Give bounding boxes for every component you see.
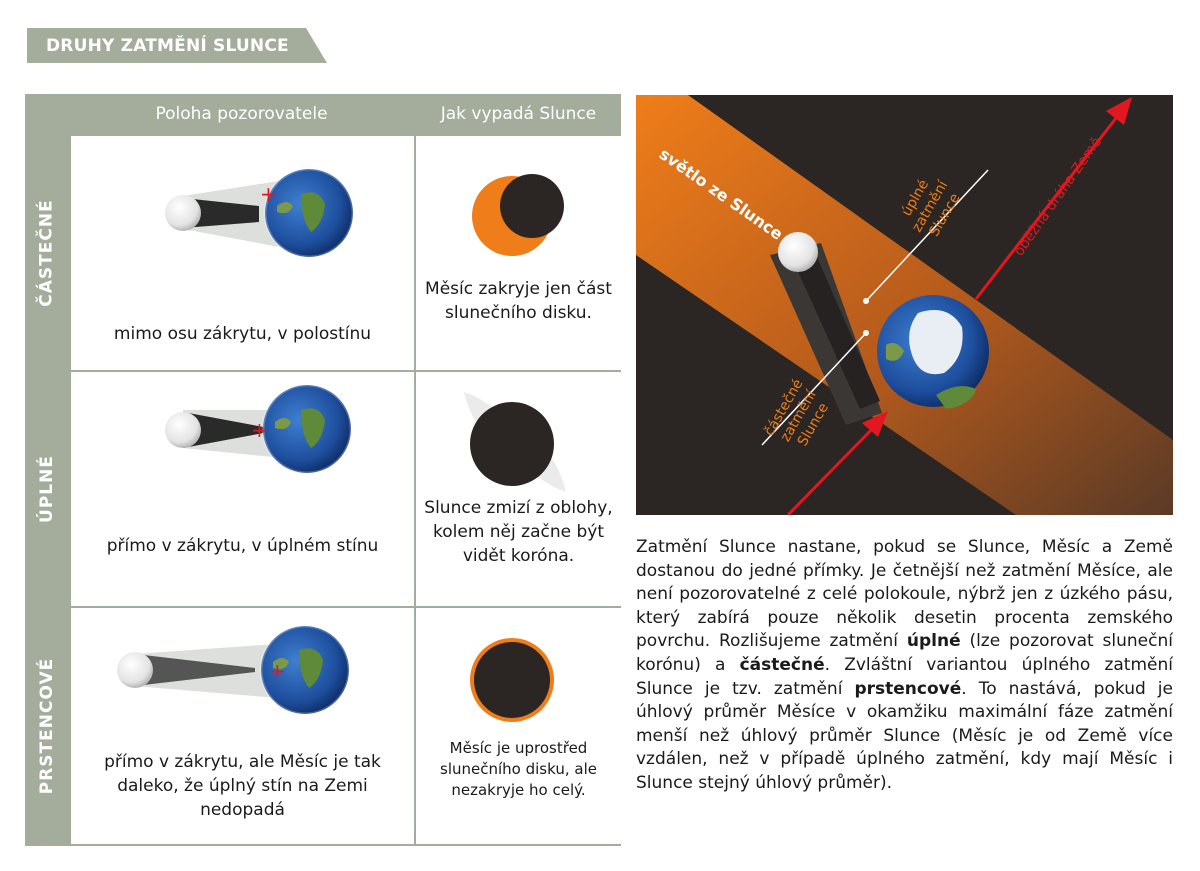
description-text: Zatmění Slunce nastane, pokud se Slunce,…: [636, 537, 1173, 793]
annular-geometry-illustration: +: [117, 624, 351, 716]
cell-total-appearance: Slunce zmizí z oblohy, kolem něj začne b…: [416, 372, 621, 606]
total-geometry-illustration: +: [165, 383, 353, 475]
partial-appearance-text: Měsíc zakryje jen část slunečního disku.: [425, 279, 612, 323]
column-header-position: Poloha pozorovatele: [155, 104, 328, 124]
annular-appearance-text: Měsíc je uprostřed slunečního disku, ale…: [440, 739, 597, 799]
eclipse-types-table: Poloha pozorovatele Jak vypadá Slunce ČÁ…: [25, 94, 621, 846]
row-label-partial: ČÁSTEČNÉ: [37, 199, 57, 307]
eclipse-diagram-graphic: [636, 95, 1173, 515]
column-header-appearance: Jak vypadá Slunce: [440, 104, 597, 124]
row-label-annular: PRSTENCOVÉ: [37, 657, 58, 795]
total-appearance-text: Slunce zmizí z oblohy, kolem něj začne b…: [424, 498, 613, 566]
row-label-total: ÚPLNÉ: [37, 455, 57, 523]
total-sun-illustration: [464, 392, 566, 492]
partial-geometry-illustration: +: [165, 167, 355, 259]
emphasis-annular: prstencové: [854, 678, 962, 699]
cell-partial-position: + mimo osu zákrytu, v polostínu: [71, 136, 414, 370]
title-bar: DRUHY ZATMĚNÍ SLUNCE: [27, 28, 327, 63]
cell-annular-position: + přímo v zákrytu, ale Měsíc je tak dale…: [71, 608, 414, 844]
svg-text:+: +: [269, 659, 286, 683]
cell-annular-appearance: Měsíc je uprostřed slunečního disku, ale…: [416, 608, 621, 844]
eclipse-diagram: světlo ze Slunce úplné zatmění Slunce čá…: [636, 95, 1173, 515]
cell-total-position: + přímo v zákrytu, v úplném stínu: [71, 372, 414, 606]
emphasis-partial: částečné: [739, 654, 825, 675]
partial-sun-illustration: [472, 174, 564, 256]
svg-text:+: +: [260, 182, 277, 206]
total-position-text: přímo v zákrytu, v úplném stínu: [106, 536, 379, 556]
annular-position-text: přímo v zákrytu, ale Měsíc je tak daleko…: [104, 752, 381, 820]
page-title: DRUHY ZATMĚNÍ SLUNCE: [46, 35, 289, 56]
emphasis-total: úplné: [906, 631, 961, 652]
cell-partial-appearance: Měsíc zakryje jen část slunečního disku.: [416, 136, 621, 370]
partial-position-text: mimo osu zákrytu, v polostínu: [113, 324, 372, 344]
annular-sun-illustration: [470, 638, 554, 722]
svg-text:+: +: [251, 418, 268, 442]
